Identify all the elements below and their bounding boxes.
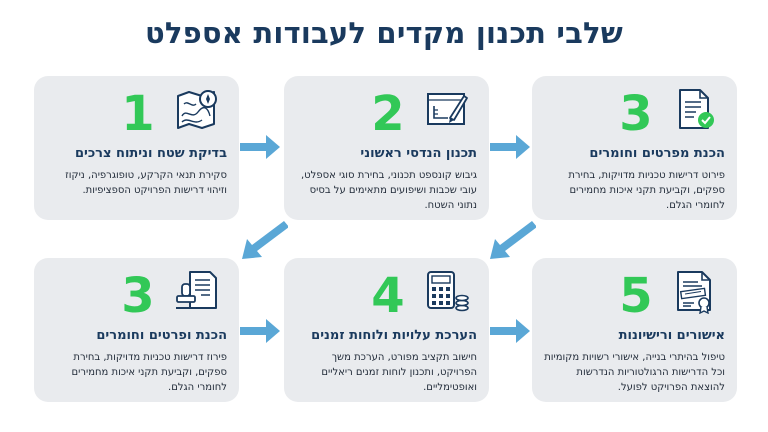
arrow-right-icon — [240, 319, 280, 343]
topographic-map-compass-icon — [174, 86, 220, 132]
step-card-3: 3 הכנת מפרטים וחומרים פירוט דרישות טכניו… — [532, 76, 737, 220]
step-title: בדיקת שטח וניתוח צרכים — [74, 146, 227, 161]
stamp-document-icon — [174, 268, 220, 314]
arrow-down-left-icon — [242, 221, 288, 259]
arrow-right-icon — [240, 135, 280, 159]
calculator-coins-icon — [424, 268, 470, 314]
step-title: תכנון הנדסי ראשוני — [360, 146, 477, 161]
step-number: 1 — [121, 86, 155, 142]
approved-document-icon — [672, 268, 718, 315]
step-card-4: 3 הכנת ופרטים וחומרים פירוז דרישות טכניו… — [34, 258, 239, 402]
step-description: חישוב תקציב מפורט, הערכת משך הפרויקט, ות… — [321, 352, 477, 393]
step-number: 4 — [371, 268, 405, 324]
step-card-1: 1 בדיקת שטח וניתוח צרכים סקירת תנאי הקרק… — [34, 76, 239, 220]
step-card-5: 4 הערכת עלויות ולוחות זמנים חישוב תקציב … — [284, 258, 489, 402]
checklist-document-icon — [672, 86, 718, 132]
arrow-right-icon — [490, 319, 530, 343]
step-description: טיפול בהיתרי בנייה, אישורי רשויות מקומיו… — [544, 352, 725, 393]
step-description: פירוז דרישות טכניות מדויקות, בחירת ספקים… — [71, 352, 227, 393]
step-number: 3 — [619, 86, 653, 142]
arrow-right-icon — [490, 135, 530, 159]
step-card-2: 2 תכנון הנדסי ראשוני גיבוש קונספט תכנוני… — [284, 76, 489, 220]
step-number: 5 — [619, 268, 653, 324]
step-title: הכנת מפרטים וחומרים — [589, 146, 725, 161]
step-number: 3 — [121, 268, 155, 324]
page-title: שלבי תכנון מקדים לעבודות אספלט — [144, 16, 623, 50]
step-card-6: 5 אישורים ורישיונות טיפול בהיתרי בנייה, … — [532, 258, 737, 402]
blueprint-pencil-icon — [424, 86, 470, 132]
step-description: פירוט דרישות טכניות מדויקות, בחירת ספקים… — [568, 170, 725, 211]
step-description: גיבוש קונספט תכנוני, בחירת סוגי אספלט, ע… — [301, 170, 477, 211]
arrow-down-left-icon — [490, 221, 536, 259]
step-title: הכנת ופרטים וחומרים — [96, 328, 227, 343]
step-title: הערכת עלויות ולוחות זמנים — [311, 328, 477, 343]
step-title: אישורים ורישיונות — [618, 328, 725, 343]
step-number: 2 — [371, 86, 405, 142]
step-description: סקירת תנאי הקרקע, טופוגרפיה, ניקוז וזיהו… — [65, 170, 227, 196]
